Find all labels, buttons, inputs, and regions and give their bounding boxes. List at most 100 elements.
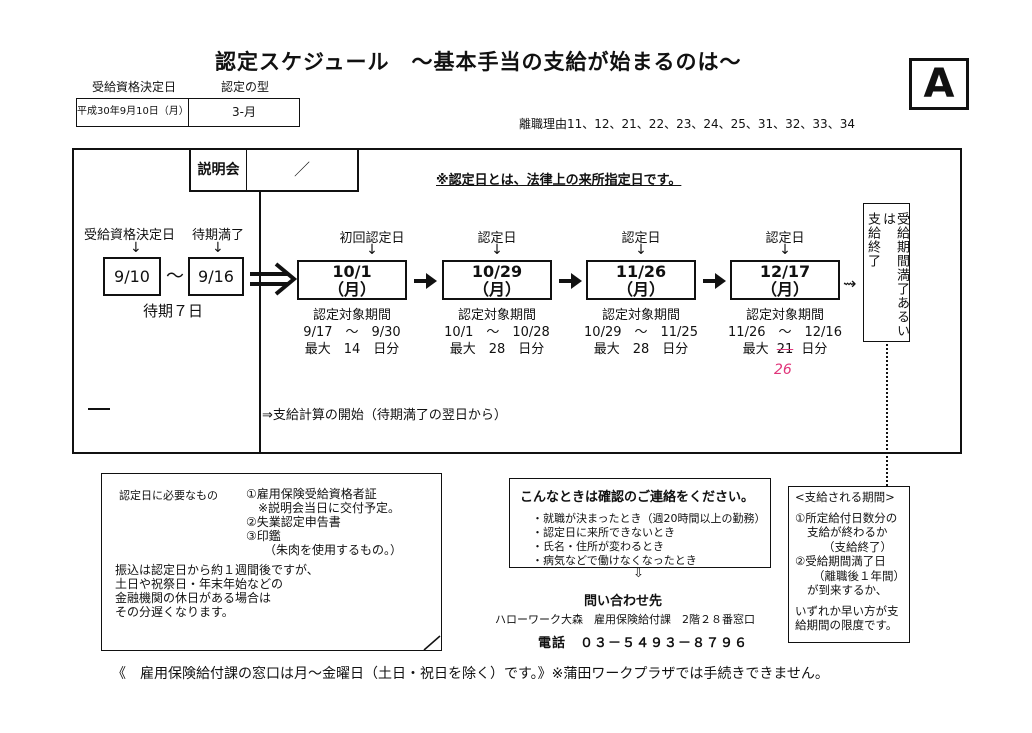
calc-start-note: ⇒支給計算の開始（待期満了の翌日から） <box>262 408 507 423</box>
range-tilde: ～ <box>166 266 184 287</box>
double-arrow-icon <box>250 262 298 296</box>
cert-day-2-box: 10/29 （月） <box>442 260 552 300</box>
phone-number: 電話 ０３－５４９３－８７９６ <box>538 636 749 651</box>
requirement-3: ③印鑑 <box>246 529 281 543</box>
inquiry-label: 問い合わせ先 <box>584 594 663 609</box>
cert-day-2-date: 10/29 <box>471 262 523 281</box>
corner-mark-icon <box>423 635 441 651</box>
requirement-2: ②失業認定申告書 <box>246 515 341 529</box>
cert-day-2-period: 認定対象期間 10/1 ～ 10/28 最大 28 日分 <box>432 307 562 358</box>
transfer-note-line-4: その分遅くなります。 <box>115 605 234 619</box>
payment-period-line-8: 給期間の限度です。 <box>795 618 898 632</box>
cert-day-1-date: 10/1 <box>332 262 372 281</box>
cert-day-4-period-label: 認定対象期間 <box>745 308 824 323</box>
contact-items: ・就職が決まったとき（週20時間以上の勤務） ・認定日に来所できないとき ・氏名… <box>532 512 766 568</box>
waiting-end-heading: 待期満了 <box>192 228 245 243</box>
cert-day-3-weekday: （月） <box>616 280 665 299</box>
payment-period-line-5: （離職後１年間） <box>813 568 905 583</box>
cert-day-1-box: 10/1 （月） <box>297 260 407 300</box>
wavy-arrow-icon: ⇝ <box>843 274 857 293</box>
requirement-1: ①雇用保険受給資格者証 <box>246 487 377 501</box>
cert-day-2-label: 認定日 <box>477 231 517 246</box>
payment-period-box <box>788 486 910 643</box>
briefing-label: 説明会 <box>191 150 247 190</box>
payment-period-line-2: 支給が終わるか <box>807 525 888 539</box>
form-type-badge: A <box>909 58 969 110</box>
requirements-heading: 認定日に必要なもの <box>119 489 218 502</box>
end-box-col2: 支給終了 <box>865 212 880 268</box>
cert-type-label: 認定の型 <box>221 80 270 94</box>
cert-day-2-weekday: （月） <box>472 280 521 299</box>
contact-item-2: ・認定日に来所できないとき <box>532 526 675 539</box>
cert-day-4-period-range: 11/26 ～ 12/16 <box>728 325 842 340</box>
payment-period-line-1: ①所定給付日数分の <box>795 510 898 525</box>
cert-day-1-down-arrow: ↓ <box>366 242 378 258</box>
transfer-note: 振込は認定日から約１週間後ですが、 土日や祝祭日・年末年始などの 金融機関の休日… <box>115 563 319 619</box>
cert-day-1-period-range: 9/17 ～ 9/30 <box>303 325 401 340</box>
payment-period-line-3: （支給終了） <box>823 539 892 554</box>
qualification-date-heading: 受給資格決定日 <box>84 228 176 243</box>
cert-day-3-max-days: 最大 28 日分 <box>593 342 689 357</box>
separation-reasons: 離職理由11、12、21、22、23、24、25、31、32、33、34 <box>519 117 855 131</box>
dotted-connector <box>886 344 888 486</box>
contact-box: こんなときは確認のご連絡をください。 ・就職が決まったとき（週20時間以上の勤務… <box>509 478 771 568</box>
cert-day-4-max-prefix: 最大 <box>742 342 769 357</box>
cert-day-4-period: 認定対象期間 11/26 ～ 12/16 最大 21 日分 <box>720 307 850 358</box>
waiting-end-date-box: 9/16 <box>188 257 244 296</box>
transfer-note-line-2: 土日や祝祭日・年末年始などの <box>115 577 284 591</box>
cert-day-4-max-days: 最大 21 日分 <box>720 341 850 358</box>
payment-period-heading: <支給される期間> <box>795 490 895 504</box>
briefing-value: ／ <box>293 160 310 179</box>
cert-day-3-down-arrow: ↓ <box>635 242 647 258</box>
schedule-frame <box>72 148 962 454</box>
office-info: ハローワーク大森 雇用保険給付課 2階２８番窓口 <box>495 613 755 626</box>
payment-period-line-6: が到来するか、 <box>807 583 888 597</box>
cert-day-2-max-days: 最大 28 日分 <box>449 342 545 357</box>
cert-day-1-label: 初回認定日 <box>339 231 405 246</box>
cert-day-3-date: 11/26 <box>615 262 667 281</box>
cert-day-3-label: 認定日 <box>621 231 661 246</box>
cert-day-1-weekday: （月） <box>327 280 376 299</box>
page-title: 認定スケジュール ～基本手当の支給が始まるのは～ <box>215 50 742 74</box>
cert-day-4-label: 認定日 <box>765 231 805 246</box>
cert-day-1-period-label: 認定対象期間 <box>312 308 391 323</box>
cert-day-3-box: 11/26 （月） <box>586 260 696 300</box>
contact-item-3: ・氏名・住所が変わるとき <box>532 540 664 553</box>
right-arrow-icon <box>703 273 726 289</box>
qualification-info-table: 平成30年9月10日（月） 3-月 <box>76 98 300 127</box>
qualification-date-box: 9/10 <box>103 257 161 296</box>
requirement-1-note: ※説明会当日に交付予定。 <box>258 501 401 515</box>
cert-day-3-period: 認定対象期間 10/29 ～ 11/25 最大 28 日分 <box>576 307 706 358</box>
contact-item-1: ・就職が決まったとき（週20時間以上の勤務） <box>532 512 766 525</box>
cert-day-3-period-label: 認定対象期間 <box>601 308 680 323</box>
cert-day-2-period-range: 10/1 ～ 10/28 <box>444 325 550 340</box>
end-box-col1: 受給期間満了あるいは <box>880 212 909 338</box>
waiting-end-down-arrow: ↓ <box>212 240 224 256</box>
contact-item-4: ・病気などで働けなくなったとき <box>532 554 697 567</box>
qualification-down-arrow: ↓ <box>130 240 142 256</box>
cert-day-4-box: 12/17 （月） <box>730 260 840 300</box>
handwritten-correction: 26 <box>774 362 792 378</box>
briefing-box: 説明会 ／ <box>189 150 359 192</box>
requirements-list: ①雇用保険受給資格者証 ※説明会当日に交付予定。 ②失業認定申告書 ③印鑑 （朱… <box>246 487 402 557</box>
transfer-note-line-1: 振込は認定日から約１週間後ですが、 <box>115 563 319 577</box>
cert-day-4-max-suffix: 日分 <box>801 342 828 357</box>
cert-type-value: 3-月 <box>232 105 256 119</box>
waiting-period-label: 待期７日 <box>143 302 204 320</box>
cert-day-4-max-struck: 21 <box>776 342 794 357</box>
payment-period-text: <支給される期間> ①所定給付日数分の 支給が終わるか （支給終了） ②受給期間… <box>795 490 905 633</box>
right-arrow-icon <box>414 273 437 289</box>
left-dash <box>88 408 110 410</box>
cert-day-4-down-arrow: ↓ <box>779 242 791 258</box>
transfer-note-line-3: 金融機関の休日がある場合は <box>115 591 272 605</box>
qualification-date-value: 平成30年9月10日（月） <box>77 99 189 126</box>
cert-day-1-max-days: 最大 14 日分 <box>304 342 400 357</box>
requirement-3-note: （朱肉を使用するもの。） <box>264 543 403 557</box>
cert-day-2-down-arrow: ↓ <box>491 242 503 258</box>
payment-period-line-4: ②受給期間満了日 <box>795 554 886 568</box>
end-box: 受給期間満了あるいは 支給終了 <box>863 203 910 342</box>
cert-day-3-period-range: 10/29 ～ 11/25 <box>584 325 698 340</box>
right-arrow-icon <box>559 273 582 289</box>
footer-note: 《 雇用保険給付課の窓口は月～金曜日（土日・祝日を除く）です。》※蒲田ワークプラ… <box>112 666 829 682</box>
